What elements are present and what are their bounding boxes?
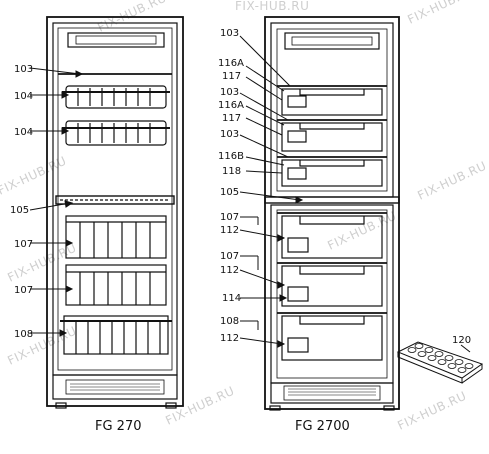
foot [383, 405, 395, 411]
part-label: 107 [220, 251, 239, 262]
watermark: FIX-HUB.RU [395, 389, 468, 433]
part-label: 107 [14, 239, 33, 250]
cabinet-outline [264, 16, 400, 410]
part-label: 107 [220, 212, 239, 223]
callout-labels-left: 103 104 104 105 107 107 108 [10, 64, 33, 340]
compartment-divider [55, 195, 175, 205]
part-label: 112 [220, 333, 239, 344]
compartment-divider [264, 196, 400, 204]
part-label: 104 [14, 91, 33, 102]
freezer-drawer [277, 156, 387, 187]
part-label: 105 [10, 205, 29, 216]
watermark: FIX-HUB.RU [235, 0, 309, 13]
part-label: 116A [218, 58, 244, 69]
watermark: FIX-HUB.RU [325, 209, 398, 253]
base-plinth [52, 374, 178, 400]
part-label: 103 [220, 28, 239, 39]
evaporator-recess [75, 35, 157, 45]
part-label: 120 [452, 335, 471, 346]
foot [165, 402, 177, 409]
inner-wall [57, 27, 173, 371]
watermark: FIX-HUB.RU [405, 0, 478, 27]
model-caption: FG 270 [95, 419, 142, 434]
part-label: 103 [220, 87, 239, 98]
vent-grille [65, 379, 165, 395]
part-label: 107 [14, 285, 33, 296]
foot [55, 402, 67, 409]
inner-liner [52, 22, 178, 376]
drawer [277, 262, 387, 307]
evaporator-plate [284, 32, 380, 50]
part-label: 117 [222, 71, 241, 82]
basket [60, 315, 172, 355]
part-label: 112 [220, 225, 239, 236]
drawer [65, 264, 167, 306]
part-label: 103 [14, 64, 33, 75]
basket [62, 120, 170, 146]
basket [62, 85, 170, 109]
part-label: 116B [218, 151, 244, 162]
part-label: 108 [14, 329, 33, 340]
part-label: 116A [218, 100, 244, 111]
freezer-inner-wall [276, 28, 388, 192]
vent-grille [283, 385, 381, 401]
leader-lines-left [29, 67, 84, 337]
leader-lines-right [239, 35, 304, 348]
evaporator-plate [67, 32, 165, 48]
ice-cube-tray [396, 341, 484, 384]
part-label: 105 [220, 187, 239, 198]
drawer [277, 312, 387, 361]
part-label: 117 [222, 113, 241, 124]
fridge-fg270 [46, 16, 184, 409]
part-label: 118 [222, 166, 241, 177]
part-label: 114 [222, 293, 241, 304]
cabinet-outline [46, 16, 184, 407]
fridge-fg2700 [264, 16, 400, 411]
drawer [65, 215, 167, 259]
part-label: 112 [220, 265, 239, 276]
part-label: 103 [220, 129, 239, 140]
watermark: FIX-HUB.RU [415, 159, 488, 203]
foot [269, 405, 281, 411]
callout-labels-right: 103 116A 117 103 116A 117 103 116B 118 1… [218, 28, 244, 344]
freezer-drawer [277, 119, 387, 152]
part-label: 104 [14, 127, 33, 138]
freezer-drawer [277, 85, 387, 116]
model-caption: FG 2700 [295, 419, 350, 434]
base-plinth [270, 382, 394, 404]
part-label: 108 [220, 316, 239, 327]
